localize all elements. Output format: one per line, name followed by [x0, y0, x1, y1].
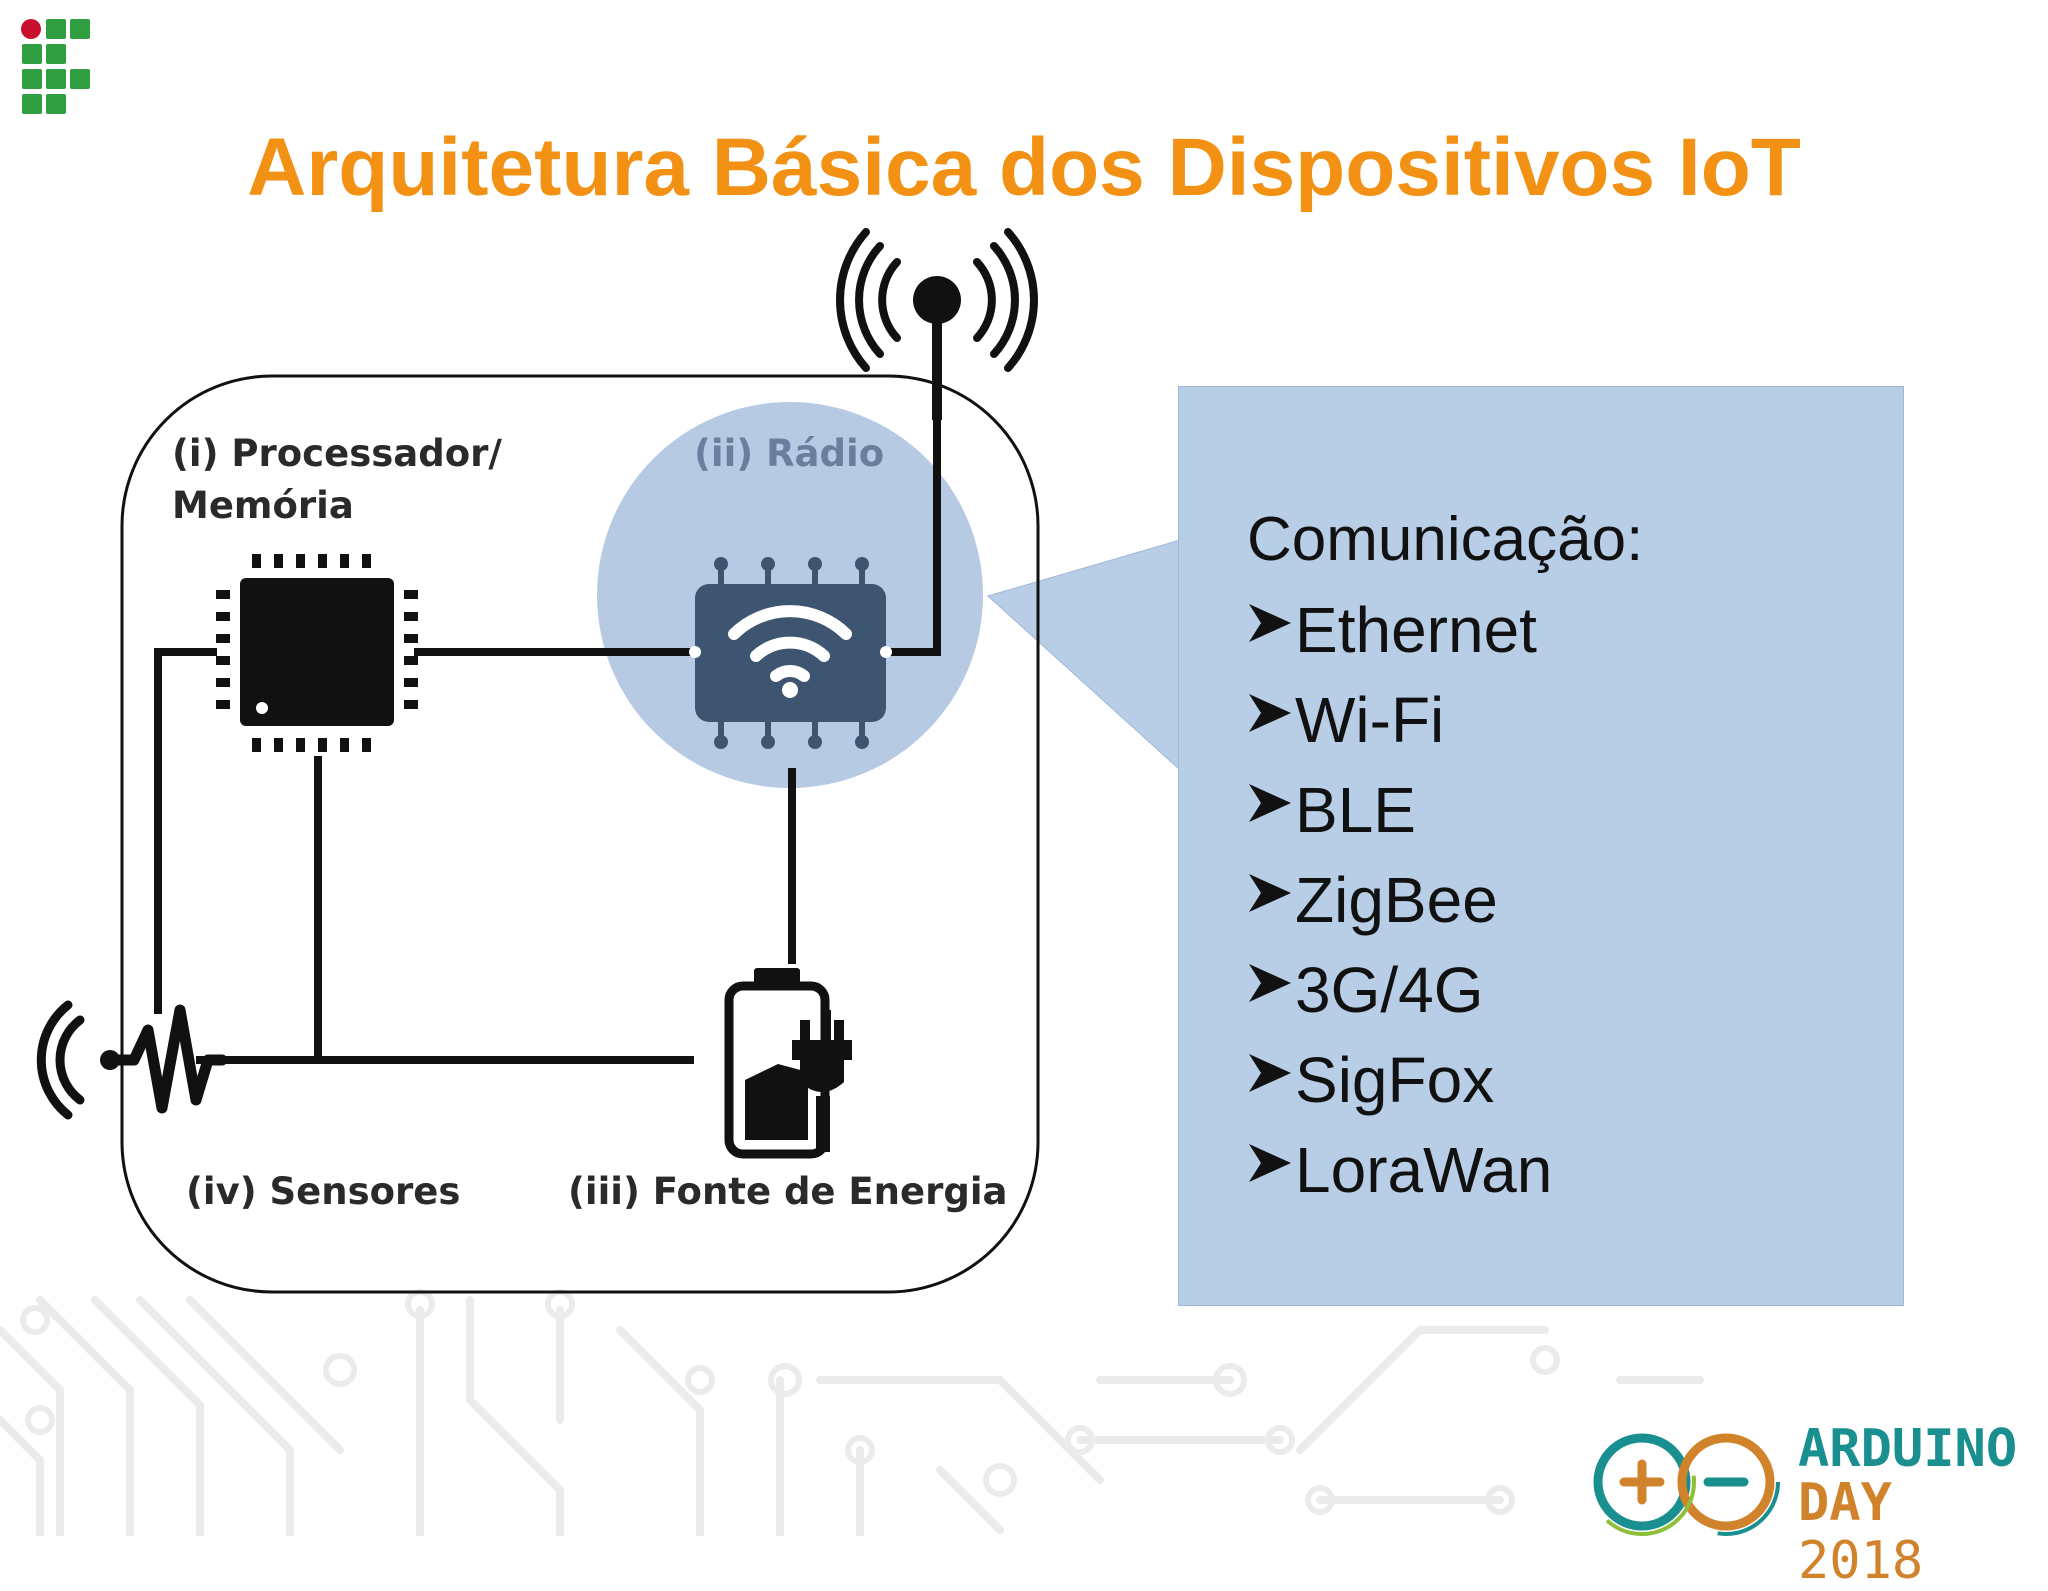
list-item: SigFox: [1247, 1035, 1643, 1125]
energy-label: (iii) Fonte de Energia: [568, 1170, 1008, 1213]
list-item: BLE: [1247, 765, 1643, 855]
callout-pointer: [987, 539, 1181, 772]
circuit-background: [0, 1289, 1704, 1536]
list-item-label: Ethernet: [1295, 594, 1537, 666]
arrowhead-bullet-icon: [1249, 604, 1291, 642]
antenna-icon: [836, 228, 1038, 420]
list-item: 3G/4G: [1247, 945, 1643, 1035]
line-processor-sensor-left: [154, 648, 217, 1014]
list-item-label: ZigBee: [1295, 864, 1498, 936]
list-item-label: BLE: [1295, 774, 1416, 846]
processor-label: (i) Processador/ Memória: [172, 428, 502, 532]
ifpb-logo-icon: [21, 19, 90, 114]
arduino-year: 2018: [1798, 1531, 1924, 1591]
arduino-infinity-icon: [1588, 1428, 1780, 1536]
arrowhead-bullet-icon: [1249, 874, 1291, 912]
communication-callout: Comunicação: Ethernet Wi-Fi BLE ZigBee 3…: [1178, 386, 1904, 1306]
communication-heading: Comunicação:: [1247, 505, 1644, 574]
processor-label-line1: (i) Processador/: [172, 432, 502, 475]
arrowhead-bullet-icon: [1249, 964, 1291, 1002]
arrowhead-bullet-icon: [1249, 1054, 1291, 1092]
device-border: [120, 374, 1040, 1294]
list-item: Wi-Fi: [1247, 675, 1643, 765]
battery-plug-icon: [724, 968, 852, 1159]
sensor-wave-icon: [36, 1000, 228, 1120]
arduino-day-text: DAY 2018: [1798, 1474, 2048, 1590]
processor-chip-icon: [216, 554, 418, 752]
arduino-logo-text: ARDUINO: [1798, 1419, 2018, 1479]
list-item-label: SigFox: [1295, 1044, 1495, 1116]
list-item: LoraWan: [1247, 1125, 1643, 1215]
list-item-label: 3G/4G: [1295, 954, 1484, 1026]
communication-list: Comunicação: Ethernet Wi-Fi BLE ZigBee 3…: [1247, 495, 1643, 1215]
list-item-label: LoraWan: [1295, 1134, 1553, 1206]
arrowhead-bullet-icon: [1249, 1144, 1291, 1182]
arrowhead-bullet-icon: [1249, 694, 1291, 732]
list-item-label: Wi-Fi: [1295, 684, 1445, 756]
list-item: ZigBee: [1247, 855, 1643, 945]
sensors-label: (iv) Sensores: [186, 1170, 461, 1213]
processor-label-line2: Memória: [172, 484, 354, 527]
radio-label: (ii) Rádio: [694, 432, 885, 475]
line-radio-antenna: [882, 416, 941, 656]
arrowhead-bullet-icon: [1249, 784, 1291, 822]
wifi-chip-icon: [689, 557, 892, 749]
slide-title: Arquitetura Básica dos Dispositivos IoT: [247, 122, 1801, 213]
iot-architecture-diagram: [36, 228, 1181, 1294]
arduino-day-word: DAY: [1798, 1473, 1892, 1533]
list-item: Ethernet: [1247, 585, 1643, 675]
